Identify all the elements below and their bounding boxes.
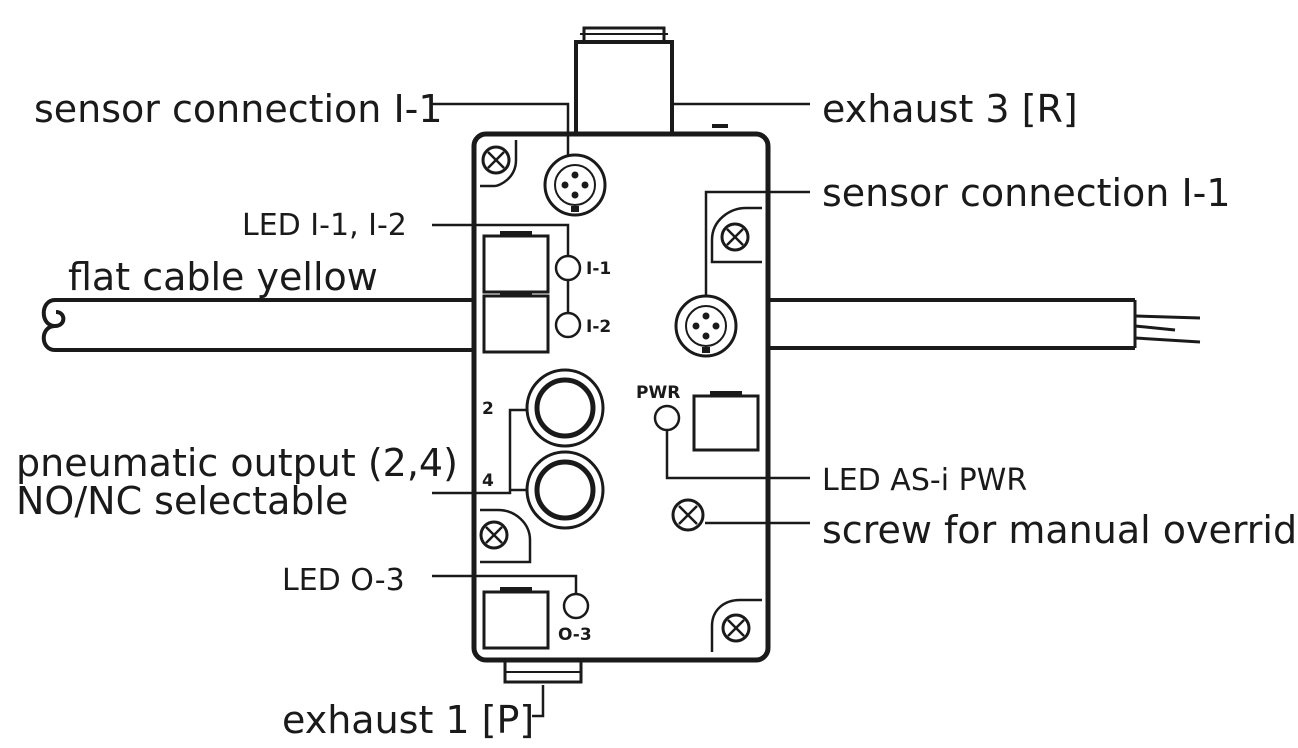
- mark-o3: O-3: [558, 625, 592, 645]
- label-screw-manual-override: screw for manual override: [822, 508, 1298, 552]
- exhaust-1-connector: [503, 658, 583, 684]
- flat-cable-right: [768, 298, 1201, 350]
- label-led-i1-i2: LED I-1, I-2: [242, 208, 407, 243]
- screw-icon: [710, 206, 762, 264]
- mark-i1: I-1: [586, 259, 611, 279]
- leader-lines: [432, 102, 810, 718]
- mark-port-4: 4: [482, 471, 494, 491]
- led-window: [482, 587, 550, 650]
- mark-port-2: 2: [482, 399, 494, 419]
- label-pneumatic-output: pneumatic output (2,4): [16, 441, 458, 485]
- flat-cable-left: [41, 298, 474, 352]
- screw-icon: [480, 140, 518, 188]
- screw-icon: [710, 598, 762, 652]
- label-sensor-connection-left: sensor connection I-1: [34, 87, 443, 131]
- pneumatic-port-2: [525, 368, 605, 448]
- label-led-o3: LED O-3: [282, 563, 405, 598]
- sensor-connector-left: [543, 153, 607, 217]
- mark-i2: I-2: [586, 317, 611, 337]
- label-no-nc-selectable: NO/NC selectable: [16, 479, 348, 523]
- manual-override-screw-icon: [671, 498, 705, 532]
- label-exhaust-1: exhaust 1 [P]: [282, 698, 534, 742]
- mark-pwr: PWR: [636, 383, 680, 403]
- led-window: [482, 291, 550, 354]
- exhaust-3-connector: [574, 26, 674, 136]
- label-led-as-i-pwr: LED AS-i PWR: [822, 463, 1027, 498]
- screw-icon: [479, 508, 532, 564]
- led-window: [692, 391, 760, 452]
- label-sensor-connection-right: sensor connection I-1: [822, 171, 1231, 215]
- label-exhaust-3: exhaust 3 [R]: [822, 87, 1078, 131]
- label-flat-cable: flat cable yellow: [68, 255, 378, 299]
